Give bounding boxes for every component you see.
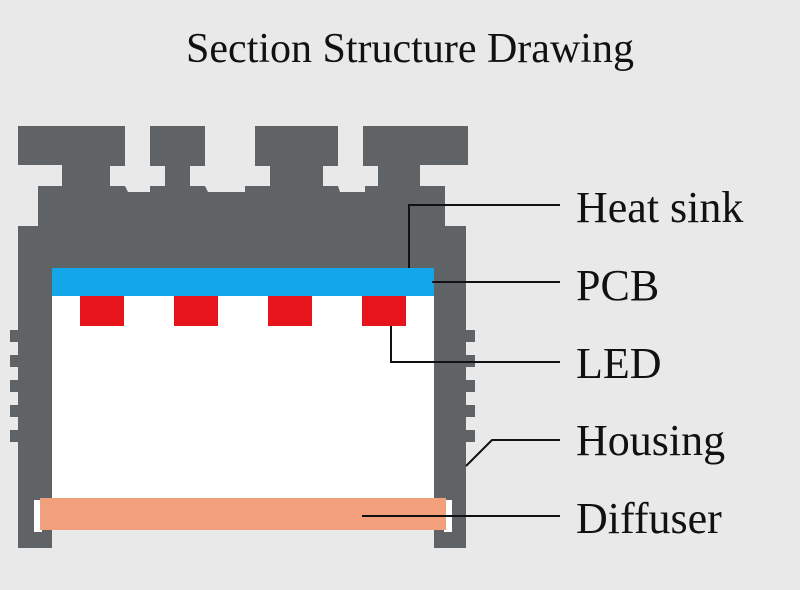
- heat-sink: [18, 126, 468, 548]
- led-chip: [268, 296, 312, 326]
- label-pcb: PCB: [576, 261, 659, 310]
- housing-fin-right: [465, 430, 475, 442]
- housing-fin-right: [465, 330, 475, 342]
- housing-fin-left: [10, 355, 20, 367]
- led-chip: [362, 296, 406, 326]
- label-housing: Housing: [576, 416, 725, 465]
- diffuser-slot-left: [34, 500, 42, 532]
- label-heat-sink: Heat sink: [576, 183, 743, 232]
- leader-lines: [362, 204, 560, 517]
- housing-fin-right: [465, 380, 475, 392]
- diffuser-panel: [40, 498, 446, 530]
- led-chip: [174, 296, 218, 326]
- housing-fin-left: [10, 430, 20, 442]
- housing-profile: [10, 126, 475, 548]
- pcb-board: [52, 268, 434, 296]
- housing-fin-right: [465, 405, 475, 417]
- label-diffuser: Diffuser: [576, 494, 722, 543]
- diagram-title: Section Structure Drawing: [186, 26, 634, 72]
- leader-heat-sink: [408, 204, 560, 268]
- led-chip: [80, 296, 124, 326]
- leader-housing: [465, 439, 560, 467]
- led-row: [80, 296, 406, 326]
- component-labels: Heat sink PCB LED Housing Diffuser: [576, 183, 743, 543]
- housing-fin-left: [10, 330, 20, 342]
- housing-fin-left: [10, 380, 20, 392]
- leader-led: [390, 326, 560, 363]
- housing-fin-left: [10, 405, 20, 417]
- label-led: LED: [576, 339, 662, 388]
